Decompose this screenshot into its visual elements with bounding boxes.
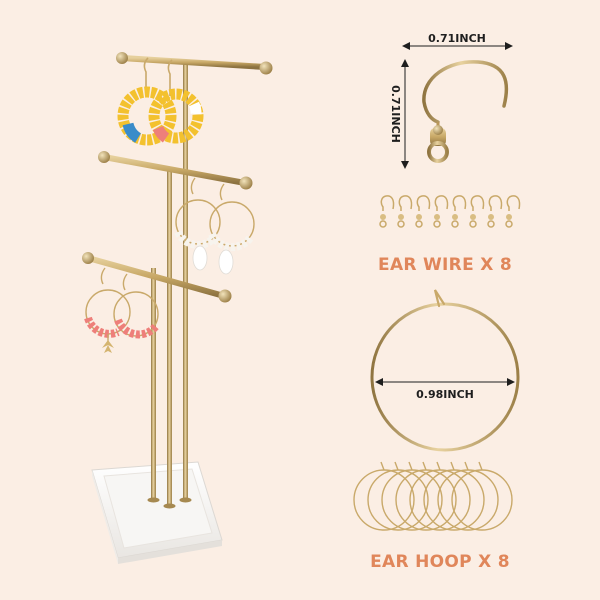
stand-poles	[147, 62, 192, 509]
jewelry-stand	[82, 52, 273, 564]
ear-hoop-diagram: 0.98INCH EAR HOOP X 8	[353, 289, 520, 572]
ear-wire-diagram: 0.71INCH 0.71INCH EAR WIRE X 8	[378, 32, 521, 275]
hoop-width-label: 0.98INCH	[416, 388, 474, 401]
wire-width-label: 0.71INCH	[428, 32, 486, 45]
bar-end-knob	[98, 151, 110, 163]
lower-bar	[82, 252, 232, 303]
bar-end-knob	[116, 52, 128, 64]
top-bar	[116, 52, 273, 75]
ear-hoop-set	[353, 461, 513, 531]
ear-hoop-large	[370, 289, 520, 452]
pink-bead-earrings	[84, 267, 160, 353]
bar-end-knob	[218, 289, 232, 303]
ear-hoop-caption: EAR HOOP X 8	[370, 552, 510, 572]
bar-end-knob	[82, 252, 94, 264]
middle-bar	[98, 151, 253, 190]
bar-end-knob	[259, 61, 273, 75]
ear-wire-set	[379, 195, 521, 228]
ceramic-tray	[91, 461, 223, 564]
wire-height-label: 0.71INCH	[389, 85, 402, 143]
ear-wire-large	[422, 60, 509, 163]
ear-wire-caption: EAR WIRE X 8	[378, 255, 512, 275]
yellow-bead-earrings	[117, 57, 204, 146]
white-bead-earrings	[174, 177, 255, 275]
bar-end-knob	[239, 176, 253, 190]
